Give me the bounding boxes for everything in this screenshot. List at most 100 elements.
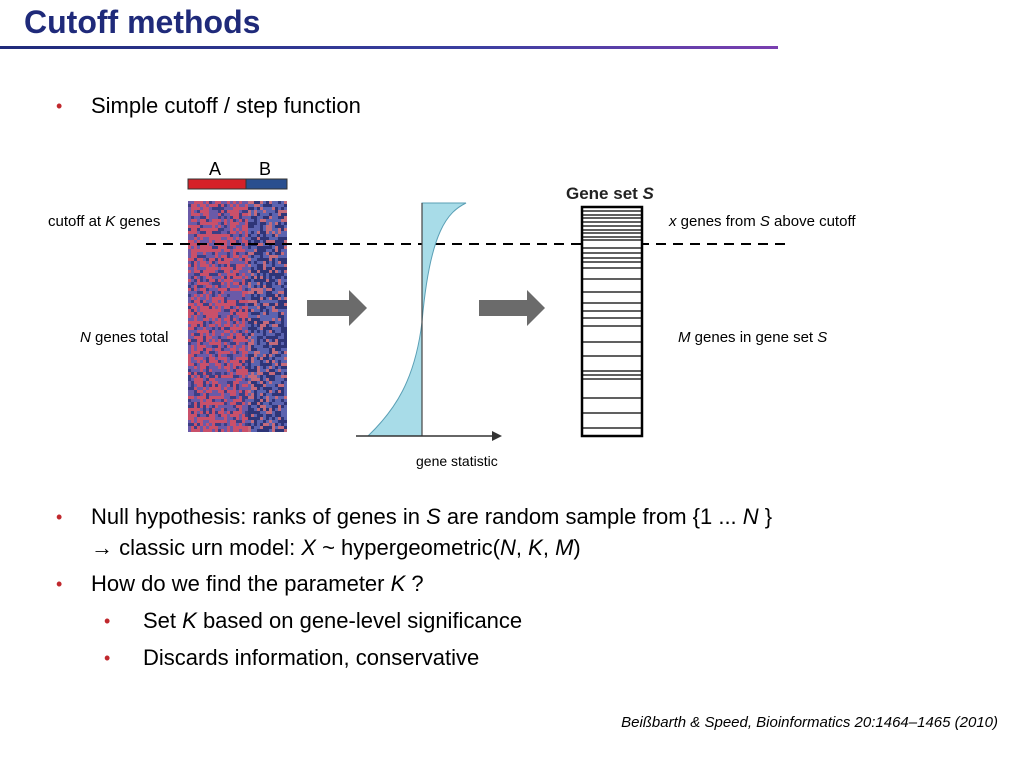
heatmap-cell <box>236 279 239 282</box>
heatmap-cell <box>233 252 236 255</box>
heatmap-cell <box>251 210 254 213</box>
heatmap-cell <box>284 216 287 219</box>
heatmap-cell <box>191 363 194 366</box>
heatmap-cell <box>236 294 239 297</box>
heatmap-cell <box>257 333 260 336</box>
heatmap-cell <box>227 339 230 342</box>
heatmap-cell <box>269 210 272 213</box>
heatmap-cell <box>221 267 224 270</box>
heatmap-cell <box>269 420 272 423</box>
heatmap-cell <box>242 249 245 252</box>
heatmap-cell <box>230 246 233 249</box>
heatmap-cell <box>266 360 269 363</box>
heatmap-cell <box>200 408 203 411</box>
heatmap-cell <box>197 372 200 375</box>
heatmap-cell <box>194 318 197 321</box>
heatmap-cell <box>263 417 266 420</box>
heatmap-cell <box>272 225 275 228</box>
heatmap-cell <box>239 207 242 210</box>
heatmap-cell <box>230 315 233 318</box>
heatmap-cell <box>251 237 254 240</box>
heatmap-cell <box>257 420 260 423</box>
heatmap-cell <box>236 210 239 213</box>
heatmap-cell <box>224 297 227 300</box>
heatmap-cell <box>275 369 278 372</box>
heatmap-cell <box>197 219 200 222</box>
heatmap-cell <box>266 342 269 345</box>
heatmap-cell <box>266 321 269 324</box>
heatmap-cell <box>203 336 206 339</box>
heatmap-cell <box>209 264 212 267</box>
heatmap-cell <box>248 369 251 372</box>
heatmap-cell <box>227 288 230 291</box>
heatmap-cell <box>248 297 251 300</box>
heatmap-cell <box>221 273 224 276</box>
heatmap-cell <box>215 252 218 255</box>
heatmap-cell <box>263 339 266 342</box>
heatmap-cell <box>230 387 233 390</box>
heatmap-cell <box>248 273 251 276</box>
heatmap-cell <box>239 357 242 360</box>
heatmap-cell <box>218 405 221 408</box>
heatmap-cell <box>245 306 248 309</box>
heatmap-cell <box>275 300 278 303</box>
heatmap-cell <box>278 339 281 342</box>
heatmap-cell <box>266 204 269 207</box>
heatmap-cell <box>242 309 245 312</box>
heatmap-cell <box>206 336 209 339</box>
heatmap-cell <box>281 420 284 423</box>
heatmap-cell <box>194 312 197 315</box>
heatmap-cell <box>206 366 209 369</box>
heatmap-cell <box>272 246 275 249</box>
heatmap-cell <box>272 336 275 339</box>
heatmap-cell <box>221 417 224 420</box>
heatmap-cell <box>227 270 230 273</box>
heatmap-cell <box>200 351 203 354</box>
heatmap-cell <box>263 393 266 396</box>
heatmap-cell <box>266 282 269 285</box>
heatmap-cell <box>212 210 215 213</box>
heatmap-cell <box>239 348 242 351</box>
heatmap-cell <box>200 261 203 264</box>
heatmap-cell <box>269 252 272 255</box>
heatmap-cell <box>248 429 251 432</box>
heatmap-cell <box>200 297 203 300</box>
heatmap-cell <box>227 399 230 402</box>
heatmap-cell <box>281 240 284 243</box>
heatmap-cell <box>212 318 215 321</box>
heatmap-cell <box>278 264 281 267</box>
heatmap-cell <box>236 372 239 375</box>
heatmap-cell <box>257 378 260 381</box>
heatmap-cell <box>236 207 239 210</box>
heatmap-cell <box>209 315 212 318</box>
heatmap-cell <box>200 213 203 216</box>
heatmap-cell <box>227 309 230 312</box>
heatmap-cell <box>206 381 209 384</box>
heatmap-cell <box>200 384 203 387</box>
heatmap-cell <box>227 357 230 360</box>
heatmap-cell <box>260 360 263 363</box>
heatmap-cell <box>188 237 191 240</box>
heatmap-cell <box>254 330 257 333</box>
heatmap-cell <box>215 324 218 327</box>
heatmap-cell <box>272 333 275 336</box>
heatmap-cell <box>200 210 203 213</box>
heatmap-cell <box>260 390 263 393</box>
heatmap-cell <box>251 387 254 390</box>
heatmap-cell <box>251 300 254 303</box>
heatmap-cell <box>239 249 242 252</box>
bullet-null-hypothesis: Null hypothesis: ranks of genes in S are… <box>91 504 773 529</box>
heatmap-cell <box>284 255 287 258</box>
heatmap-cell <box>248 348 251 351</box>
heatmap-cell <box>230 375 233 378</box>
heatmap-cell <box>254 324 257 327</box>
heatmap-cell <box>245 387 248 390</box>
heatmap-cell <box>212 324 215 327</box>
heatmap-cell <box>233 258 236 261</box>
heatmap-cell <box>206 264 209 267</box>
heatmap-cell <box>212 390 215 393</box>
heatmap-cell <box>269 258 272 261</box>
heatmap-cell <box>272 414 275 417</box>
heatmap-cell <box>227 411 230 414</box>
heatmap-cell <box>200 429 203 432</box>
